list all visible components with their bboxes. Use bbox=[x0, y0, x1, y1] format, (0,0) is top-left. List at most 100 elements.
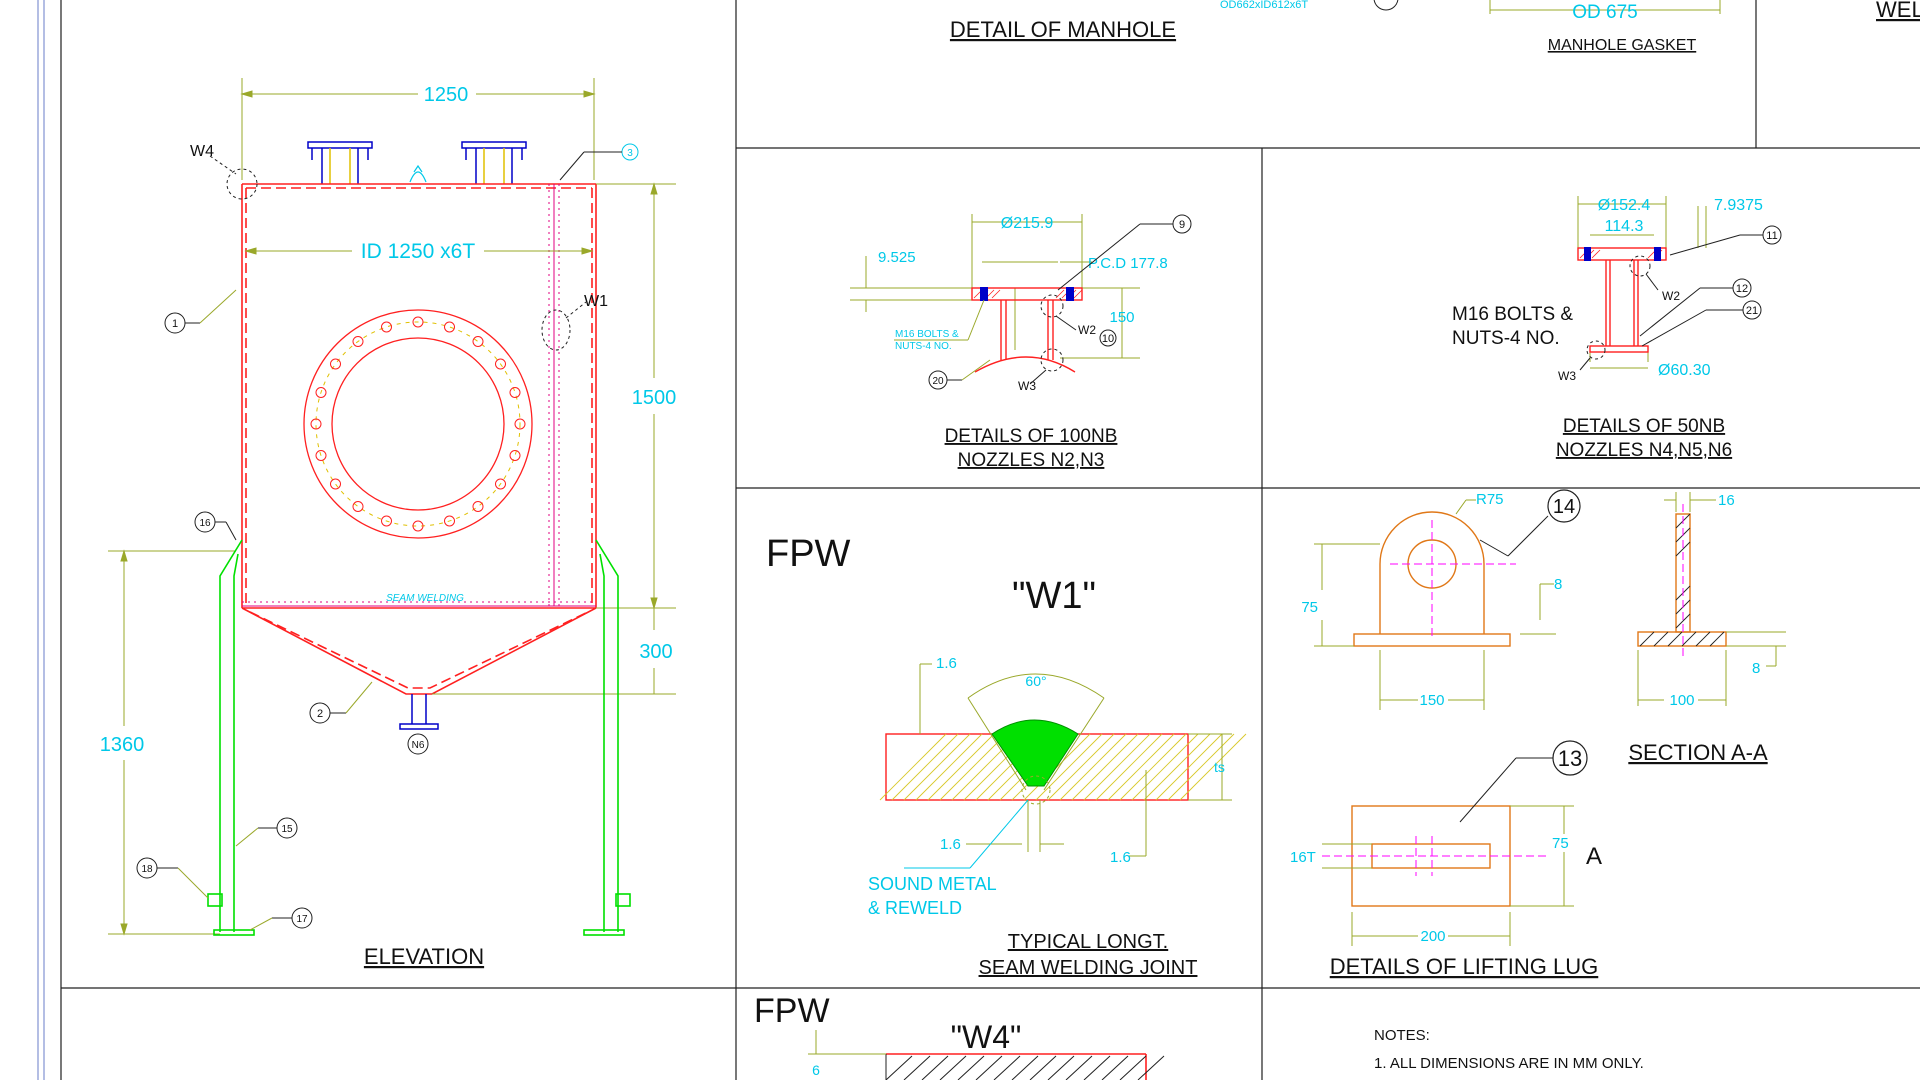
hatch-line bbox=[1071, 733, 1139, 801]
shell-id-dim bbox=[244, 247, 594, 255]
weld-marker-w1 bbox=[541, 301, 587, 351]
nozzle50-w3: W3 bbox=[1558, 369, 1576, 383]
lug-radius: R75 bbox=[1476, 491, 1504, 508]
notes-block: NOTES: 1. ALL DIMENSIONS ARE IN MM ONLY. bbox=[1374, 1027, 1644, 1072]
lug-plan-thk: 16T bbox=[1290, 849, 1316, 866]
bolt-hole bbox=[472, 501, 484, 512]
lug-hole-offset: 8 bbox=[1554, 576, 1562, 593]
hatch-line bbox=[1119, 1055, 1147, 1080]
bolt-hole bbox=[495, 358, 506, 370]
hatch-line bbox=[1029, 1055, 1057, 1080]
weld-root-gap: 1.6 bbox=[940, 836, 961, 853]
seam-weld-horizontal bbox=[242, 601, 596, 607]
hatch-line bbox=[939, 1055, 967, 1080]
hatch-line bbox=[993, 1055, 1021, 1080]
lug-height: 75 bbox=[1301, 599, 1318, 616]
sheet-frame bbox=[37, 0, 1920, 1080]
nozzle100-pcd: P.C.D 177.8 bbox=[1088, 255, 1168, 272]
bolt-hole bbox=[315, 387, 327, 398]
hatch-line bbox=[1065, 1055, 1093, 1080]
bolt-hole bbox=[330, 358, 341, 370]
weld-marker-w4 bbox=[209, 155, 258, 200]
bolt-hole bbox=[381, 515, 392, 527]
hatch-line bbox=[1119, 733, 1187, 801]
weld-angle: 60° bbox=[1025, 673, 1046, 689]
w1-title: "W1" bbox=[1012, 575, 1096, 617]
nozzle50-pipe-od: Ø60.30 bbox=[1658, 362, 1711, 379]
callout-2: 2 bbox=[317, 708, 323, 720]
nozzle50-body bbox=[1577, 247, 1667, 353]
hatch-line bbox=[1059, 733, 1127, 801]
top-nozzle-left bbox=[307, 141, 373, 184]
bolt-hole bbox=[310, 418, 322, 430]
nozzle100-callout-9: 9 bbox=[1179, 219, 1185, 231]
nozzle50-bolts-2: NUTS-4 NO. bbox=[1452, 328, 1560, 349]
nozzle-100nb-detail: Ø215.9 P.C.D 177.8 9.525 150 bbox=[850, 214, 1192, 471]
hatch-line bbox=[903, 1055, 931, 1080]
bolt-hole bbox=[315, 450, 327, 461]
notes-item-1: 1. ALL DIMENSIONS ARE IN MM ONLY. bbox=[1374, 1055, 1644, 1072]
nozzle100-callout-20: 20 bbox=[932, 376, 944, 387]
nozzle100-w3: W3 bbox=[1018, 379, 1036, 393]
dim-width-label: 1250 bbox=[424, 84, 469, 106]
elevation-title: ELEVATION bbox=[364, 944, 484, 969]
hatch-line bbox=[939, 733, 1007, 801]
nozzle100-bolts-1: M16 BOLTS & bbox=[895, 329, 959, 340]
hatch-line bbox=[885, 1055, 913, 1080]
support-leg-right bbox=[583, 539, 631, 936]
nozzle100-flange bbox=[971, 287, 1083, 373]
lug-plan-height: 75 bbox=[1552, 835, 1569, 852]
seam-welding-label: SEAM WELDING bbox=[386, 593, 464, 604]
manhole-gasket-title: MANHOLE GASKET bbox=[1548, 37, 1697, 54]
gasket-od: OD 675 bbox=[1572, 2, 1637, 23]
weld-gap-top: 1.6 bbox=[936, 655, 957, 672]
callout-top bbox=[1373, 0, 1399, 11]
dim-leg-height bbox=[108, 549, 236, 936]
lug-base-thk: 8 bbox=[1752, 660, 1760, 677]
hatch-line bbox=[1179, 733, 1247, 801]
hatch-line bbox=[1083, 1055, 1111, 1080]
bolt-hole bbox=[509, 387, 521, 398]
fpw-label-1: FPW bbox=[766, 533, 851, 575]
weld-root-face: 1.6 bbox=[1110, 849, 1131, 866]
nozzle50-callout-21: 21 bbox=[1746, 305, 1758, 317]
hatch-line bbox=[915, 733, 983, 801]
nozzle50-title-1: DETAILS OF 50NB bbox=[1563, 416, 1725, 437]
seam-weld-vertical bbox=[548, 184, 560, 606]
bolt-hole bbox=[381, 321, 392, 333]
nozzle100-flange-hatch bbox=[973, 289, 1083, 299]
nozzle50-dia: Ø152.4 bbox=[1598, 197, 1651, 214]
dim-shell-height bbox=[432, 182, 676, 695]
bolt-hole bbox=[444, 321, 455, 333]
vent-icon bbox=[409, 164, 427, 183]
callout-17: 17 bbox=[296, 914, 308, 925]
hatch-line bbox=[1095, 733, 1163, 801]
nozzle50-thk: 7.9375 bbox=[1714, 197, 1763, 214]
hatch-line bbox=[1137, 1055, 1165, 1080]
nozzle100-callout-10: 10 bbox=[1102, 333, 1114, 345]
weld-bead bbox=[991, 719, 1079, 787]
weld-note-2: & REWELD bbox=[868, 898, 962, 918]
lug-base-width: 100 bbox=[1669, 692, 1694, 709]
weld-title-partial: WEL bbox=[1876, 0, 1920, 22]
hatch-line bbox=[1047, 1055, 1075, 1080]
nozzle100-title-1: DETAILS OF 100NB bbox=[945, 426, 1118, 447]
callout-3: 3 bbox=[627, 148, 633, 159]
lug-callout-13: 13 bbox=[1558, 746, 1582, 771]
vessel-shell bbox=[241, 183, 597, 695]
bolt-hole bbox=[412, 316, 424, 328]
weld-thickness: ts bbox=[1214, 759, 1225, 775]
dim-cone-height-label: 300 bbox=[639, 641, 672, 663]
lifting-lug-detail: R75 75 150 8 14 bbox=[1290, 489, 1786, 979]
nozzle50-title-2: NOZZLES N4,N5,N6 bbox=[1556, 440, 1732, 461]
nozzle100-title-2: NOZZLES N2,N3 bbox=[958, 450, 1105, 471]
w4-dim: 6 bbox=[812, 1062, 820, 1078]
nozzle-n6-label: N6 bbox=[412, 740, 425, 751]
callout-15: 15 bbox=[281, 824, 293, 835]
hatch-line bbox=[1083, 733, 1151, 801]
callout-16: 16 bbox=[199, 518, 211, 529]
lifting-lug-title: DETAILS OF LIFTING LUG bbox=[1330, 954, 1599, 979]
hatch-line bbox=[903, 733, 971, 801]
bolt-hole bbox=[495, 478, 506, 490]
seam-title-1: TYPICAL LONGT. bbox=[1008, 931, 1168, 953]
